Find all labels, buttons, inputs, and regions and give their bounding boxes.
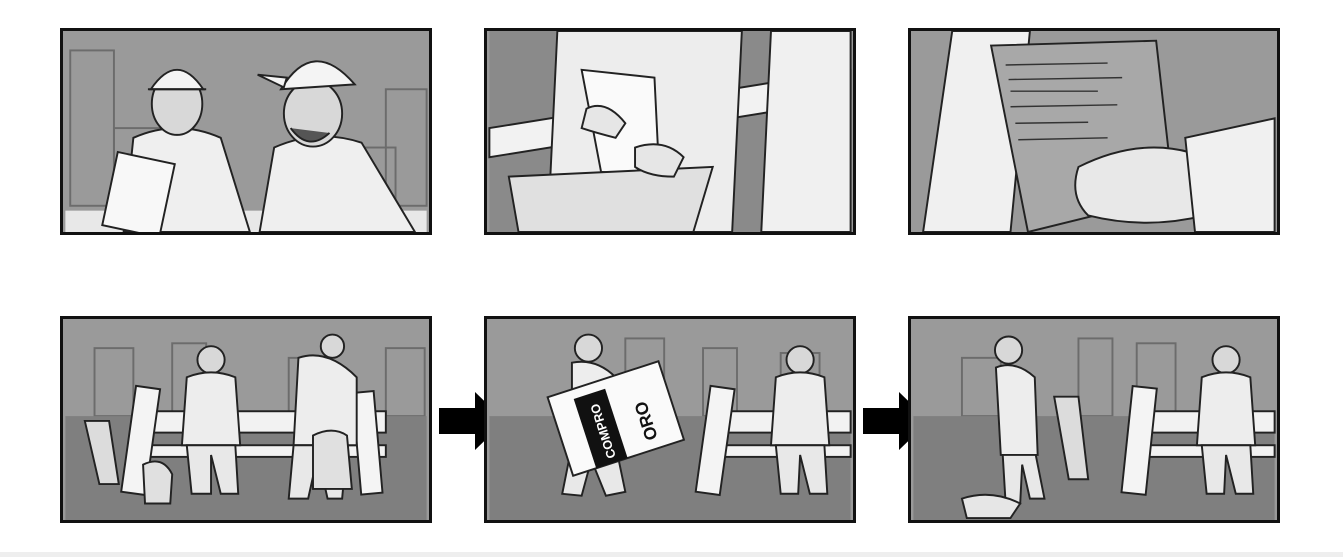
storyboard-panel-5: COMPRO ORO [484,316,856,523]
panel-3-illustration [913,31,1276,232]
panel-6-illustration [913,319,1276,520]
panel-2-illustration [488,31,852,232]
storyboard-panel-1 [60,28,432,235]
storyboard-panel-6 [908,316,1280,523]
panel-5-illustration: COMPRO ORO [489,319,852,520]
storyboard-panel-3 [908,28,1280,235]
storyboard-panel-2 [484,28,856,235]
bottom-strip [0,552,1343,557]
storyboard-panel-4 [60,316,432,523]
panel-1-illustration [65,31,428,232]
panel-4-illustration [65,319,427,520]
